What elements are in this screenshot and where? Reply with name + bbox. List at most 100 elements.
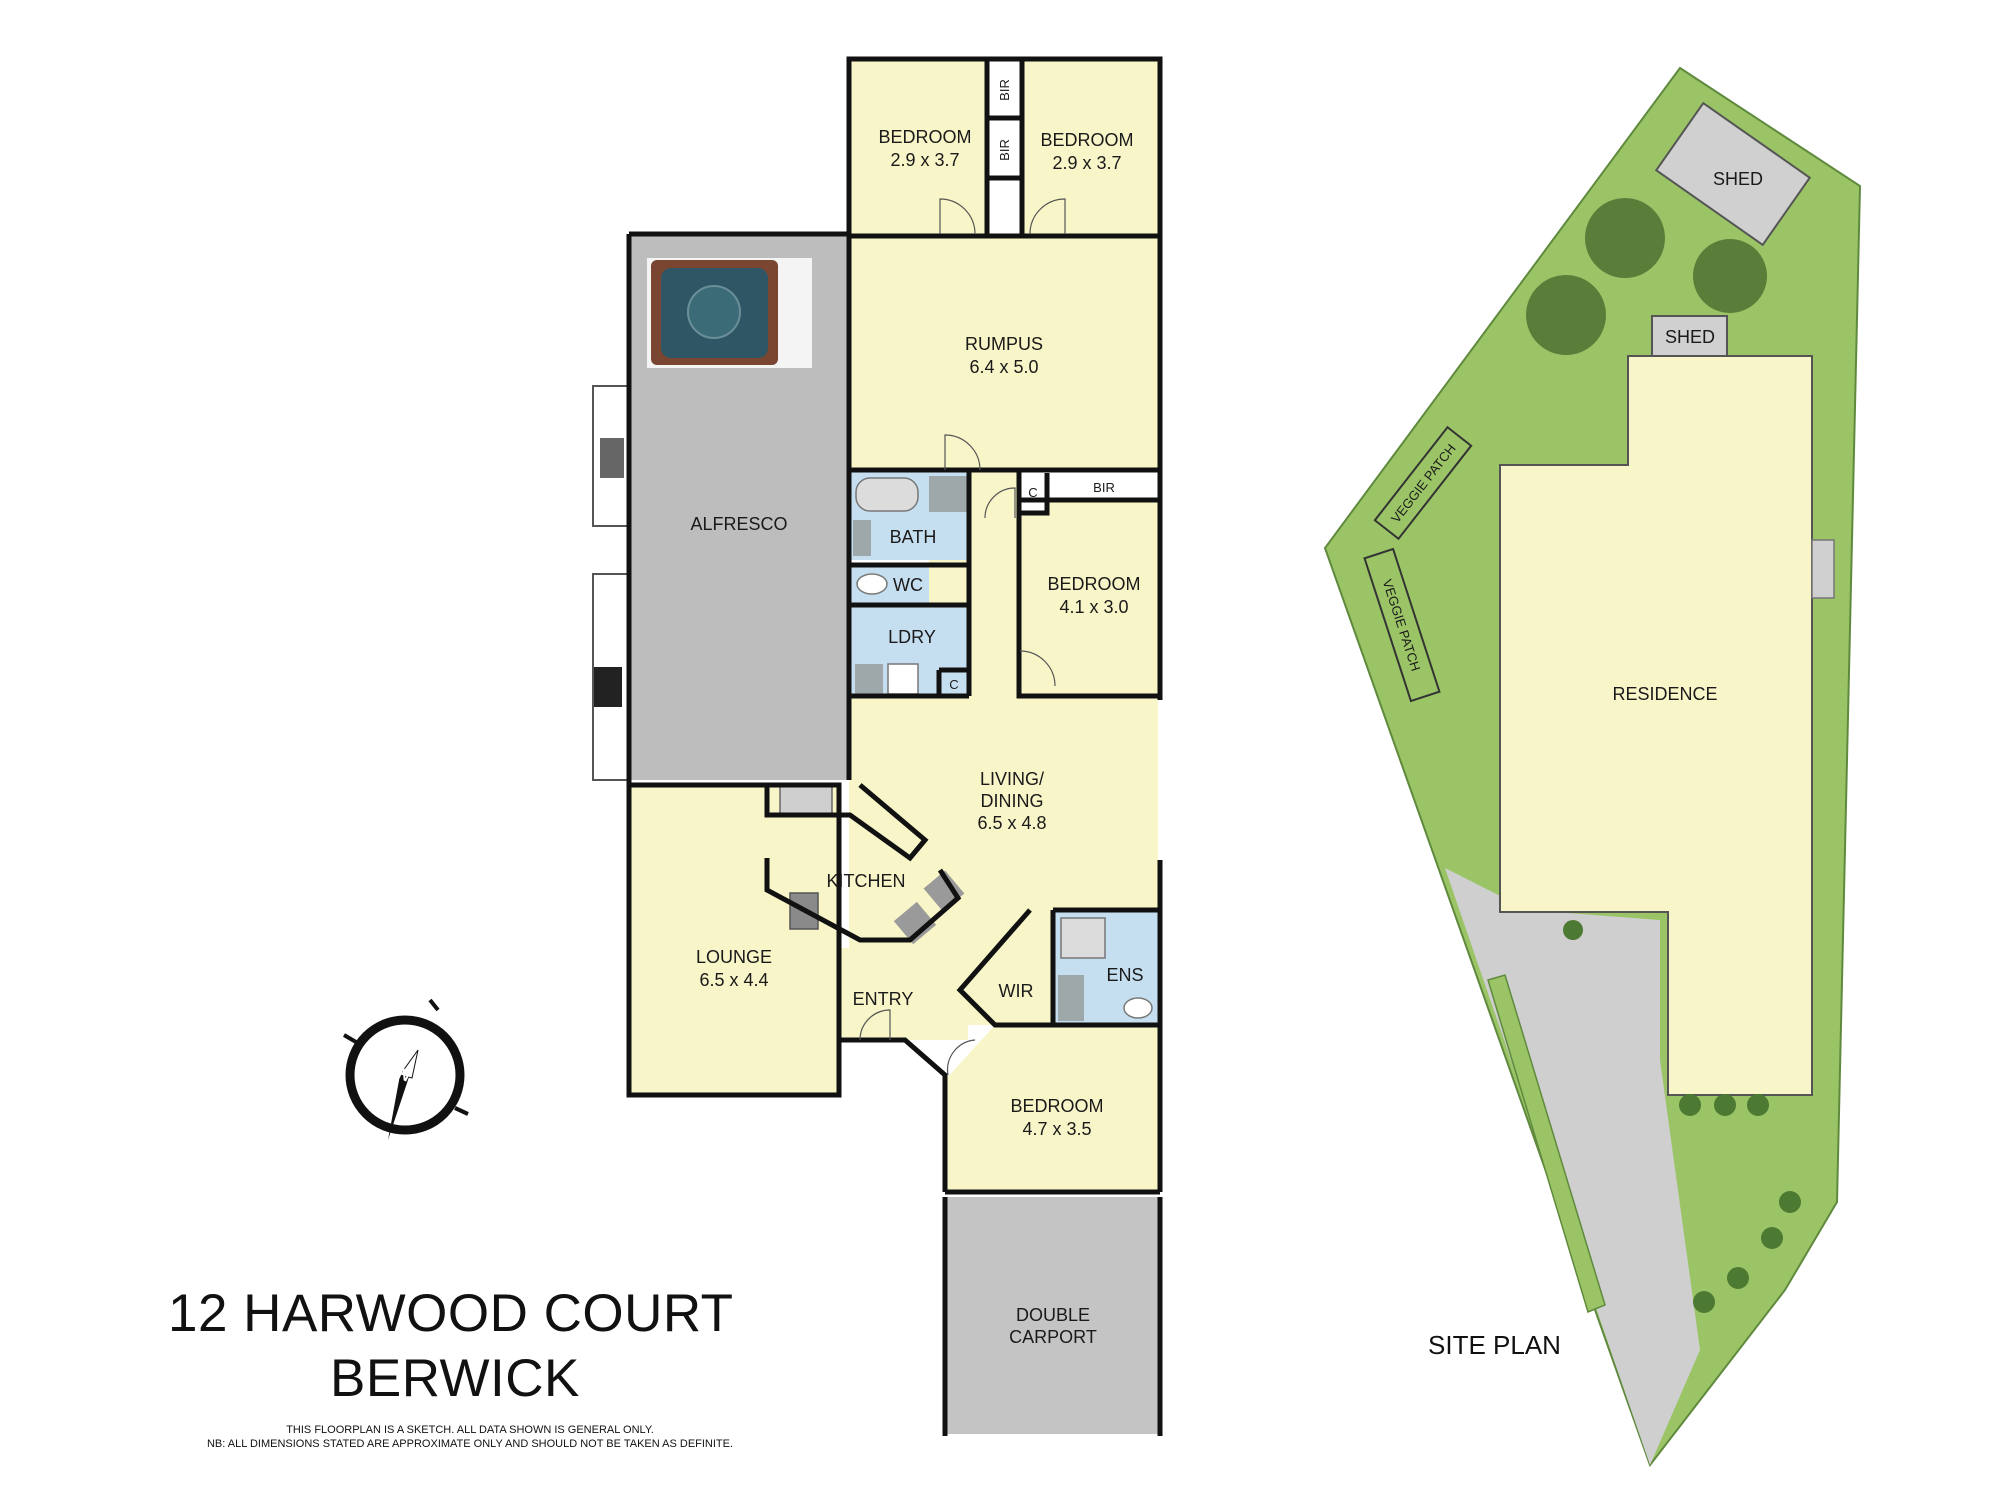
door-bedroom-e [1019, 650, 1056, 687]
shed-small [1651, 315, 1728, 357]
room-labels: BEDROOM 2.9 x 3.7 BEDROOM 2.9 x 3.7 BIR … [690, 79, 1143, 1347]
tree-1 [1585, 198, 1665, 278]
bir-east-fill [1050, 473, 1158, 500]
veggie-patch-lower [1363, 547, 1441, 703]
wc-toilet [856, 573, 888, 595]
wir-fill [960, 910, 1053, 1025]
door-swings [859, 198, 1066, 1076]
veggie-patch-upper [1373, 425, 1473, 541]
compass-tick-e [454, 1106, 469, 1116]
bedroom-s-dims: 4.7 x 3.5 [1022, 1119, 1091, 1139]
kitchen-sink [779, 785, 833, 815]
c-east-fill [1019, 473, 1047, 513]
spa-center [687, 285, 741, 339]
disclaimer-line-1: THIS FLOORPLAN IS A SKETCH. ALL DATA SHO… [286, 1424, 654, 1436]
bathtub [855, 477, 919, 512]
fireplace-unit [594, 667, 622, 707]
residence-side-bump [1811, 539, 1835, 599]
bedroom-e-dims: 4.1 x 3.0 [1059, 597, 1128, 617]
wall-carport [942, 1197, 1163, 1436]
bedroom-s-fill [945, 1025, 1158, 1192]
bedroom-nw-dims: 2.9 x 3.7 [890, 150, 959, 170]
tree-3 [1693, 239, 1767, 313]
compass-ring [345, 1015, 465, 1135]
shrub-1 [1563, 920, 1583, 940]
rumpus-fill [849, 234, 1158, 470]
laundry-machine [887, 663, 919, 695]
shrub-8 [1693, 1291, 1715, 1313]
shrub-7 [1727, 1267, 1749, 1289]
living-label-2: DINING [981, 791, 1044, 811]
ens-label: ENS [1106, 965, 1143, 985]
shrub-2 [1679, 1094, 1701, 1116]
site-grass-strip [1487, 974, 1606, 1314]
door-hall [984, 487, 1016, 519]
bir-top-fill [987, 59, 1022, 116]
shrub-6 [1761, 1227, 1783, 1249]
bedroom-nw-label: BEDROOM [878, 127, 971, 147]
bedroom-ne-dims: 2.9 x 3.7 [1052, 153, 1121, 173]
lounge-fill [629, 785, 839, 1095]
door-bedroom-s [946, 1039, 976, 1076]
bedroom-e-label: BEDROOM [1047, 574, 1140, 594]
compass-needle-tip [399, 1049, 419, 1079]
alfresco-label: ALFRESCO [690, 514, 787, 534]
wall-kitchen-bench-lower [764, 858, 962, 943]
shrub-5 [1779, 1191, 1801, 1213]
door-rumpus [944, 434, 981, 471]
wall-kitchen-bench-upper [764, 783, 929, 862]
living-label-1: LIVING/ [980, 769, 1044, 789]
lounge-dims: 6.5 x 4.4 [699, 970, 768, 990]
fridge [893, 901, 937, 945]
residence-shape [1499, 355, 1813, 1096]
c-east-label: C [1028, 485, 1037, 500]
bedroom-nw-fill [849, 59, 987, 234]
shrub-3 [1714, 1094, 1736, 1116]
compass-north-letter: N [395, 1065, 413, 1085]
shed-large [1654, 101, 1812, 247]
bir-mid-fill [987, 121, 1022, 178]
hall-wc-gap-fill [929, 560, 969, 606]
residence-label: RESIDENCE [1612, 684, 1717, 704]
bedroom-s-label: BEDROOM [1010, 1096, 1103, 1116]
fixtures [592, 258, 1153, 1021]
wall-bedroom-divider [984, 59, 1025, 236]
ens-shower [1060, 917, 1106, 959]
site-plan: RESIDENCE SHED SHED VEGGIE PATCH VEGGIE … [1323, 66, 1862, 1468]
wall-wet-area [849, 470, 972, 699]
wall-wir [956, 907, 1160, 1028]
hall-fill [969, 470, 1019, 696]
wir-label: WIR [999, 981, 1034, 1001]
shed-large-label: SHED [1713, 169, 1763, 189]
bedroom-ne-label: BEDROOM [1040, 130, 1133, 150]
bir-mid-label: BIR [997, 139, 1012, 161]
c-ldry-label: C [949, 677, 958, 692]
ldry-label: LDRY [888, 627, 936, 647]
rumpus-label: RUMPUS [965, 334, 1043, 354]
living-dims: 6.5 x 4.8 [977, 813, 1046, 833]
tree-2 [1526, 275, 1606, 355]
shed-small-label: SHED [1665, 327, 1715, 347]
wall-bedroom-e [1016, 470, 1160, 699]
site-plan-label: SITE PLAN [1428, 1330, 1561, 1360]
bir-east-label: BIR [1093, 480, 1115, 495]
kitchen-label: KITCHEN [826, 871, 905, 891]
wall-alfresco [626, 231, 849, 785]
rumpus-dims: 6.4 x 5.0 [969, 357, 1038, 377]
wall-entry [836, 948, 948, 1192]
bir-top-label: BIR [997, 79, 1012, 101]
carport-label-1: DOUBLE [1016, 1305, 1090, 1325]
disclaimer-line-2: NB: ALL DIMENSIONS STATED ARE APPROXIMAT… [206, 1438, 734, 1450]
ens-toilet [1123, 997, 1153, 1019]
lounge-label: LOUNGE [696, 947, 772, 967]
entry-label: ENTRY [853, 989, 914, 1009]
laundry-tub [855, 664, 883, 694]
door-bedroom-ne [1029, 198, 1066, 235]
carport-fill [945, 1197, 1158, 1434]
wall-top-wing [846, 56, 1163, 236]
compass: N [342, 998, 469, 1140]
compass-tick-ne [428, 998, 440, 1012]
wc-label: WC [893, 575, 923, 595]
walls [626, 56, 1163, 1436]
